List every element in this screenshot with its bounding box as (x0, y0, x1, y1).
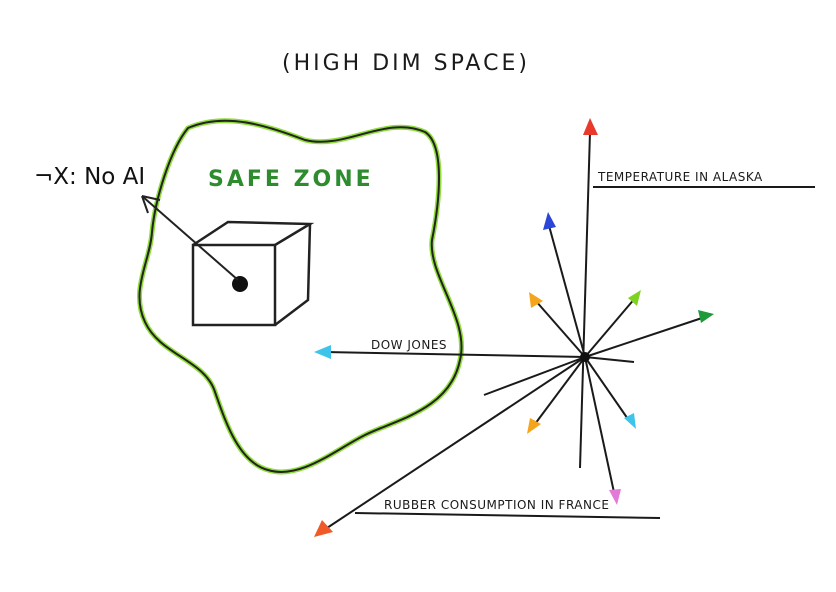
axis-lime (584, 296, 637, 358)
arrowhead-orange-up (529, 292, 543, 308)
pointer-arrow (141, 195, 239, 281)
arrowhead-blue (543, 212, 556, 230)
axis-cyan (584, 356, 631, 423)
axis-short-right (584, 356, 635, 363)
safe-zone-outline (138, 119, 463, 473)
arrowhead-orange-down (527, 418, 541, 434)
label-rubber: RUBBER CONSUMPTION IN FRANCE (384, 498, 609, 512)
underline-rubber (354, 512, 661, 519)
label-temperature: TEMPERATURE IN ALASKA (597, 170, 763, 184)
axis-rubber (326, 356, 586, 529)
label-dow-jones: DOW JONES (371, 338, 447, 352)
origin-dot (580, 352, 590, 362)
diagram-title: (HIGH DIM SPACE) (282, 51, 530, 76)
axis-orange-up (534, 299, 586, 358)
arrowhead-orange-red (314, 520, 333, 537)
axis-orange-down (531, 356, 586, 429)
point-dot (232, 276, 248, 292)
axis-green (584, 315, 709, 358)
axis-dow-jones (324, 351, 586, 358)
axis-blue (547, 221, 586, 358)
arrowhead-lime (628, 290, 641, 306)
pointer-label: ¬X: No AI (34, 164, 145, 190)
arrowheads (314, 118, 714, 537)
axis-lines (324, 131, 709, 529)
arrowhead-green (698, 310, 714, 323)
arrowhead-red-top (583, 118, 598, 135)
arrowhead-cyan (624, 413, 636, 429)
arrowhead-pink (609, 489, 621, 505)
axis-vertical (579, 131, 591, 469)
axis-pink (584, 356, 616, 498)
axis-short-left (483, 356, 586, 396)
cube (191, 220, 315, 327)
safe-zone-region (137, 118, 464, 475)
arrowhead-dow-jones (314, 345, 331, 359)
safe-zone-label: SAFE ZONE (208, 167, 374, 192)
